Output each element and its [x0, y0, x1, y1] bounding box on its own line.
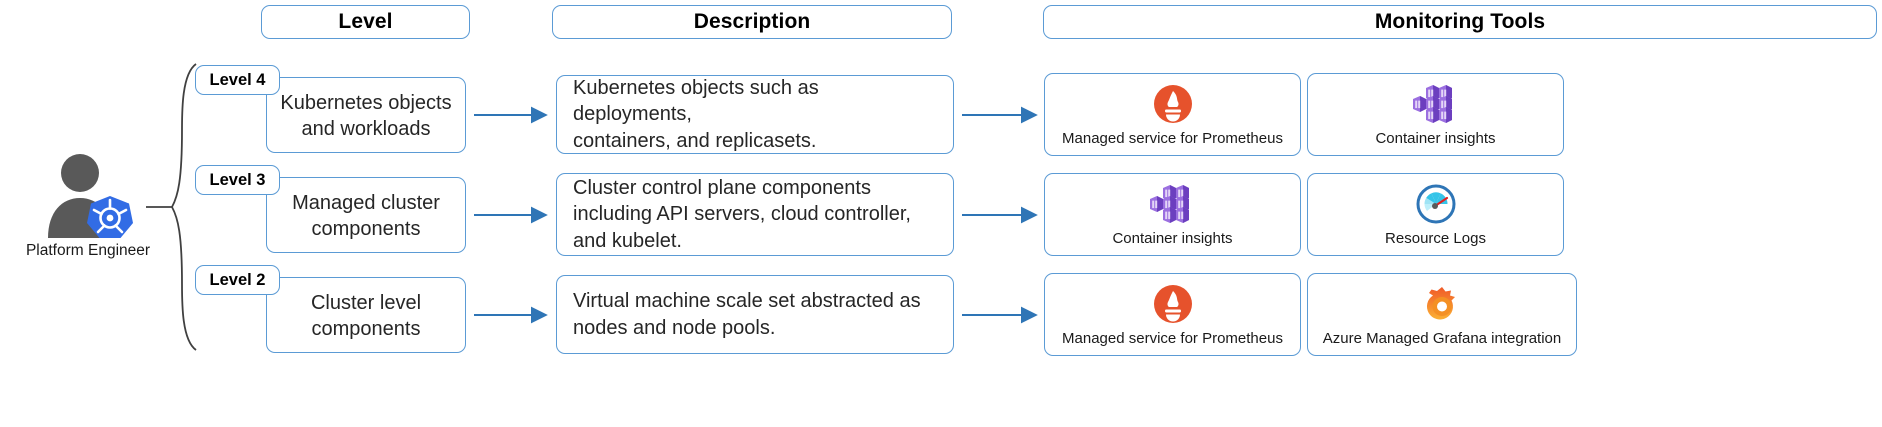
tool-card-4-1[interactable]: Managed service for Prometheus: [1044, 73, 1301, 156]
person-icon: [48, 154, 133, 238]
description-box-2: Virtual machine scale set abstracted as …: [556, 275, 954, 354]
tool-label-3-2: Resource Logs: [1385, 229, 1486, 247]
tool-label-2-2: Azure Managed Grafana integration: [1322, 329, 1562, 347]
description-box-3: Cluster control plane components includi…: [556, 173, 954, 256]
description-box-4: Kubernetes objects such as deployments, …: [556, 75, 954, 154]
container-insights-icon: [1412, 83, 1457, 125]
grafana-icon: [1421, 283, 1463, 325]
column-header-level-label: Level: [338, 10, 393, 33]
resource-logs-gauge-icon: [1415, 183, 1457, 225]
persona-platform-engineer: Platform Engineer: [8, 150, 168, 260]
level-box-4: Kubernetes objects and workloads: [266, 77, 466, 153]
column-header-monitoring-tools: Monitoring Tools: [1043, 5, 1877, 39]
column-header-description-label: Description: [693, 10, 811, 33]
level-badge-3-label: Level 3: [209, 170, 266, 189]
level-box-3: Managed cluster components: [266, 177, 466, 253]
column-header-level: Level: [261, 5, 470, 39]
tool-label-4-1: Managed service for Prometheus: [1062, 129, 1283, 147]
tool-card-2-2[interactable]: Azure Managed Grafana integration: [1307, 273, 1577, 356]
prometheus-icon: [1152, 83, 1194, 125]
persona-label: Platform Engineer: [25, 242, 151, 259]
tool-card-3-2[interactable]: Resource Logs: [1307, 173, 1564, 256]
description-text-3: Cluster control plane components includi…: [573, 176, 911, 252]
level-title-4: Kubernetes objects and workloads: [280, 92, 452, 140]
tool-label-4-2: Container insights: [1375, 129, 1496, 147]
prometheus-icon: [1152, 283, 1194, 325]
level-badge-2: Level 2: [195, 265, 280, 295]
tool-card-4-2[interactable]: Container insights: [1307, 73, 1564, 156]
level-badge-2-label: Level 2: [209, 270, 266, 289]
level-badge-4-label: Level 4: [209, 70, 266, 89]
tool-label-2-1: Managed service for Prometheus: [1062, 329, 1283, 347]
level-title-2: Cluster level components: [310, 292, 422, 340]
level-title-3: Managed cluster components: [292, 192, 440, 240]
tool-card-2-1[interactable]: Managed service for Prometheus: [1044, 273, 1301, 356]
level-badge-4: Level 4: [195, 65, 280, 95]
column-header-monitoring-tools-label: Monitoring Tools: [1374, 10, 1546, 33]
description-text-2: Virtual machine scale set abstracted as …: [573, 289, 921, 339]
level-box-2: Cluster level components: [266, 277, 466, 353]
description-text-4: Kubernetes objects such as deployments, …: [573, 76, 819, 152]
tool-label-3-1: Container insights: [1112, 229, 1233, 247]
level-badge-3: Level 3: [195, 165, 280, 195]
kubernetes-icon: [87, 196, 133, 238]
tool-card-3-1[interactable]: Container insights: [1044, 173, 1301, 256]
container-insights-icon: [1149, 183, 1194, 225]
column-header-description: Description: [552, 5, 952, 39]
